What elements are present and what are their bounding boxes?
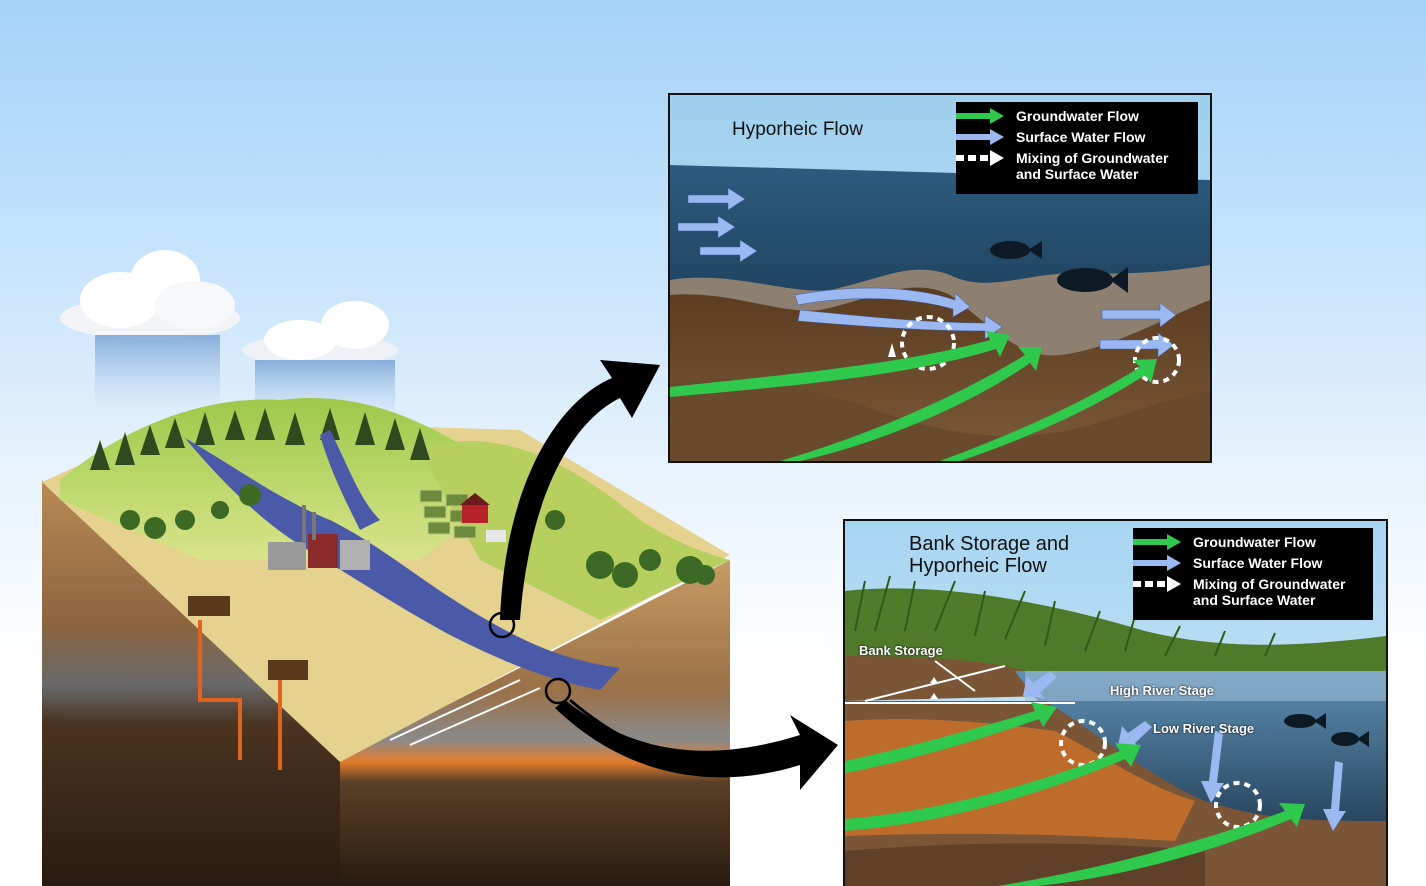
fish-icon: [990, 241, 1128, 293]
factory-icon: [268, 505, 370, 570]
panel-title-line1: Bank Storage and: [909, 533, 1070, 555]
panel-title: Hyporheic Flow: [732, 119, 863, 140]
low-river-stage-label: Low River Stage: [1153, 721, 1255, 736]
legend-groundwater: Groundwater Flow: [1016, 108, 1139, 124]
bank-storage-label: Bank Storage: [859, 643, 943, 658]
blue-arrow-icon: [1133, 555, 1181, 571]
legend-box: Groundwater Flow Surface Water Flow Mixi…: [1133, 528, 1373, 620]
mixing-circles: [1059, 719, 1262, 829]
fish-icon: [1284, 713, 1369, 747]
hyporheic-flow-panel: Hyporheic Flow Groundwater Flow Surface …: [668, 93, 1212, 463]
legend-groundwater: Groundwater Flow: [1193, 534, 1316, 550]
dashed-arrow-icon: [956, 150, 1004, 166]
high-river-stage-label: High River Stage: [1110, 683, 1215, 698]
tree-icon: [120, 484, 715, 588]
legend-mixing-line2: and Surface Water: [1016, 166, 1139, 182]
surface-water-arrows: [1023, 671, 1346, 831]
legend-mixing-line2: and Surface Water: [1193, 592, 1316, 608]
legend-mixing-line1: Mixing of Groundwater: [1016, 150, 1169, 166]
green-arrow-icon: [1133, 534, 1181, 550]
groundwater-arrows: [845, 702, 1305, 886]
surface-water-arrows: [677, 187, 1177, 358]
groundwater-arrows: [670, 331, 1157, 461]
blue-arrow-icon: [956, 129, 1004, 145]
bank-storage-panel: Bank Storage and Hyporheic Flow Groundwa…: [843, 519, 1388, 886]
panel-title: Bank Storage and Hyporheic Flow: [909, 533, 1139, 577]
green-arrow-icon: [956, 108, 1004, 124]
legend-surface-water: Surface Water Flow: [1193, 555, 1323, 571]
cloud-icon: [242, 301, 398, 420]
bank-storage-cross-section: [845, 521, 1386, 886]
legend-mixing-line1: Mixing of Groundwater: [1193, 576, 1346, 592]
cloud-icon: [60, 250, 240, 410]
dashed-arrow-icon: [1133, 576, 1181, 592]
panel-title-line2: Hyporheic Flow: [909, 555, 1047, 577]
legend-surface-water: Surface Water Flow: [1016, 129, 1146, 145]
legend-box: Groundwater Flow Surface Water Flow Mixi…: [956, 102, 1198, 194]
farmhouse-icon: [460, 493, 506, 542]
hyporheic-cross-section: [670, 95, 1210, 461]
